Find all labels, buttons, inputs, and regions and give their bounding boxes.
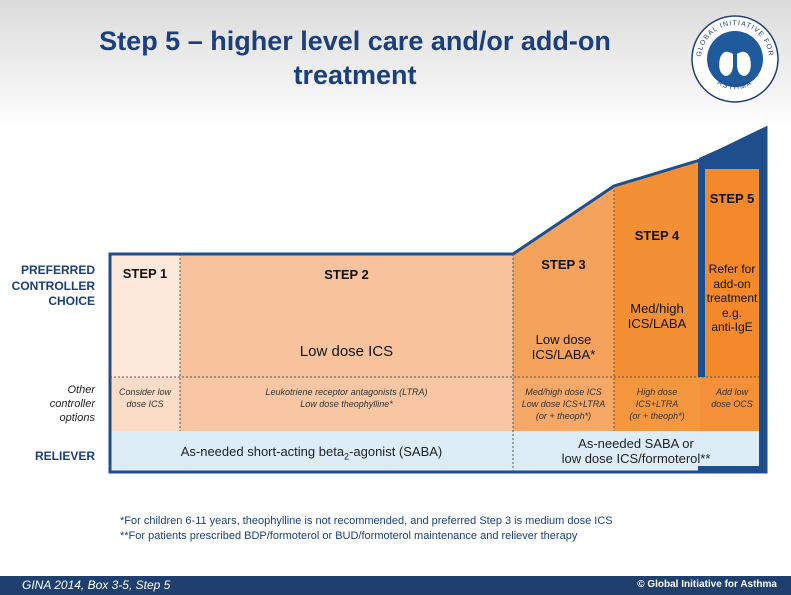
- step-2-heading: STEP 2: [324, 267, 369, 282]
- step-3-options-cell: [513, 377, 614, 431]
- reliever-saba-or-formoterol: As-needed SABA or low dose ICS/formotero…: [561, 436, 711, 466]
- reliever-band: [110, 431, 760, 472]
- step-2-panel: [180, 254, 513, 377]
- step-5-options: Add low dose OCS: [711, 387, 753, 409]
- step-2-options-cell: [180, 377, 513, 431]
- step-5-options-cell: [700, 377, 760, 431]
- step-3-heading: STEP 3: [541, 257, 586, 272]
- step-5-preferred: Refer for add-on treatment e.g. anti-IgE: [706, 262, 758, 334]
- title-line-2: treatment: [293, 60, 417, 90]
- step-1-options: Consider low dose ICS: [118, 387, 172, 409]
- step-2-options: Leukotriene receptor antagonists (LTRA) …: [265, 387, 428, 409]
- footnote-formoterol: **For patients prescribed BDP/formoterol…: [120, 530, 578, 542]
- title-line-1: Step 5 – higher level care and/or add-on: [99, 26, 611, 56]
- page-title: Step 5 – higher level care and/or add-on…: [40, 24, 670, 92]
- preferred-controller-label: PREFERRED CONTROLLER CHOICE: [11, 263, 95, 308]
- other-controller-label: Other controller options: [49, 384, 95, 424]
- footer-copyright: © Global Initiative for Asthma: [637, 579, 777, 590]
- step-3-panel: [513, 186, 614, 377]
- step-2-preferred: Low dose ICS: [299, 343, 394, 360]
- footer-source: GINA 2014, Box 3-5, Step 5: [22, 578, 171, 592]
- step-1-panel: [110, 254, 180, 377]
- step-5-panel: [700, 134, 760, 377]
- reliever-label: RELIEVER: [34, 449, 95, 463]
- gina-logo: GLOBAL INITIATIVE FOR ASTHMA: [691, 15, 779, 103]
- footer-bar: [0, 576, 791, 595]
- step-4-preferred: Med/high ICS/LABA: [627, 301, 687, 331]
- step-3-preferred: Low dose ICS/LABA*: [531, 332, 596, 362]
- step-1-options-cell: [110, 377, 180, 431]
- step-3-options: Med/high dose ICS Low dose ICS+LTRA (or …: [521, 387, 606, 421]
- reliever-saba: As-needed short-acting beta2-agonist (SA…: [180, 444, 443, 462]
- footnotes: *For children 6-11 years, theophylline i…: [120, 514, 760, 544]
- step-4-heading: STEP 4: [634, 228, 680, 243]
- step-5-heading: STEP 5: [709, 191, 755, 206]
- footnote-theophylline: *For children 6-11 years, theophylline i…: [120, 515, 613, 527]
- step-4-options-cell: [614, 377, 700, 431]
- header-background: [0, 0, 791, 128]
- step-4-panel: [614, 160, 700, 377]
- step-4-options: High dose ICS+LTRA (or + theoph*): [629, 387, 685, 421]
- step-1-heading: STEP 1: [122, 266, 168, 281]
